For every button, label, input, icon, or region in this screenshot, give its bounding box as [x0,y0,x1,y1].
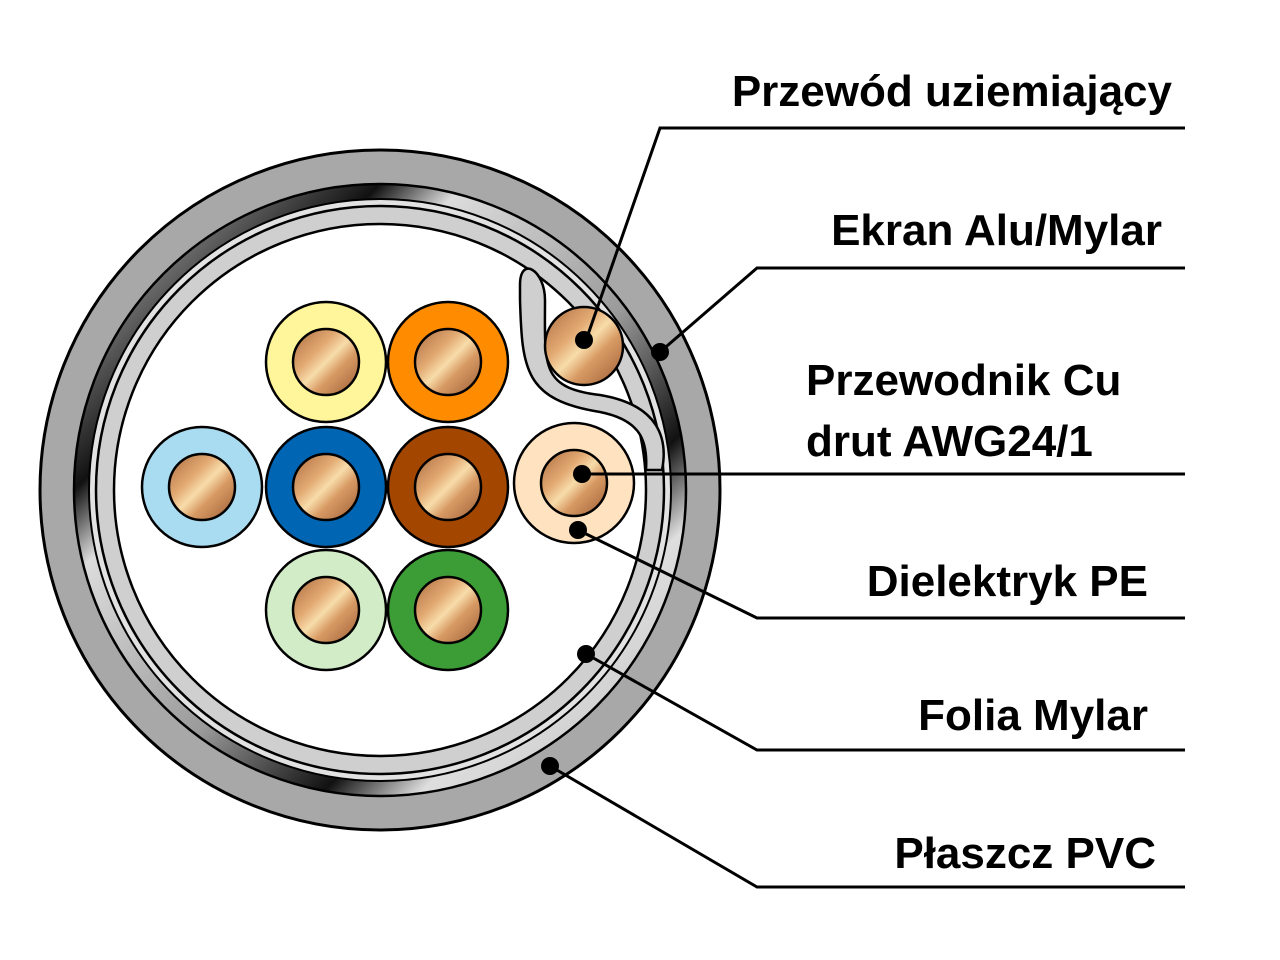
label-pe-dielectric: Dielektryk PE [866,557,1148,606]
conductor-light-green-copper [291,575,361,645]
dot-mylar-foil [577,645,595,663]
leader-ground-wire [582,126,1185,347]
leader-pvc-jacket [549,764,1185,889]
drain-wire-pocket [518,267,665,472]
conductor-light-blue-copper [167,452,237,522]
dot-pe-dielectric [569,521,587,539]
leader-alu-mylar-shield [659,266,1185,354]
conductor-orange-copper [413,327,483,397]
label-mylar-foil: Folia Mylar [918,691,1148,740]
dot-alu-mylar-shield [651,343,669,361]
leader-mylar-foil [587,653,1185,752]
conductor-blue-copper [291,452,361,522]
label-alu-mylar-shield: Ekran Alu/Mylar [831,206,1162,255]
conductor-yellow-copper [291,327,361,397]
label-pvc-jacket: Płaszcz PVC [894,829,1156,878]
dot-pvc-jacket [541,757,559,775]
dot-ground-wire [575,331,593,349]
leader-pe-dielectric [577,528,1185,620]
dot-cu-conductor [573,465,591,483]
conductor-green-copper [413,575,483,645]
label-cu-conductor-line2: drut AWG24/1 [806,417,1093,466]
conductor-brown-copper [413,452,483,522]
label-cu-conductor-line1: Przewodnik Cu [806,356,1122,405]
label-ground-wire: Przewód uziemiający [731,67,1172,116]
conductor-peach-copper [539,448,609,518]
